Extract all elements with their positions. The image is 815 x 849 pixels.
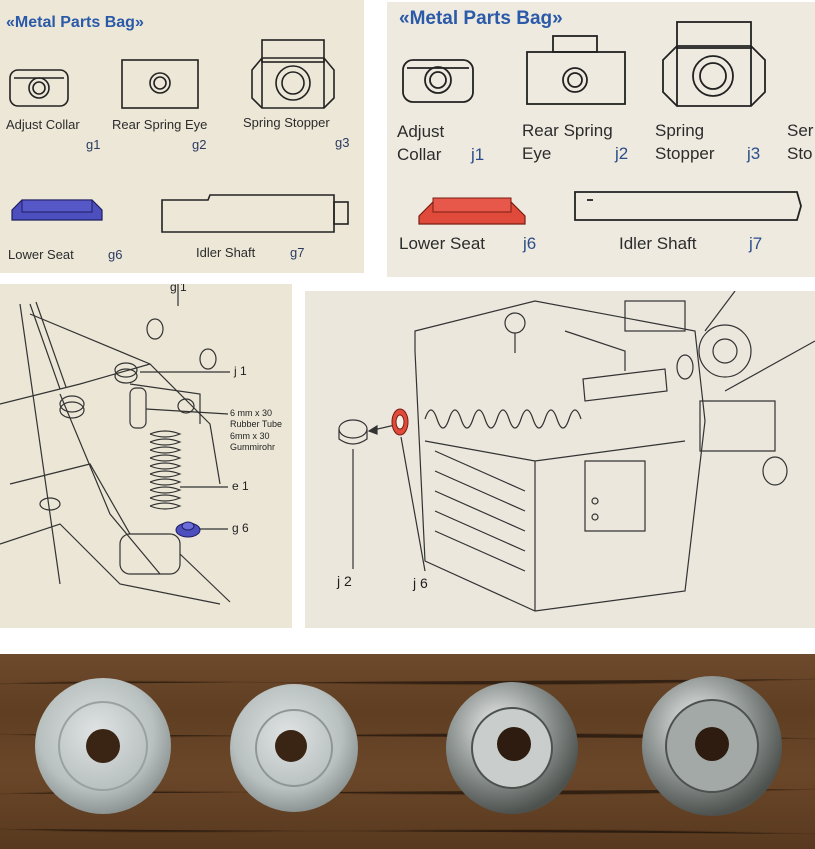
rear-spring-eye-drawing (121, 59, 199, 109)
callout-label: 6 mm x 30 (230, 408, 273, 418)
part-code: g6 (108, 247, 123, 262)
parts-drawings (402, 21, 802, 225)
photo-strip-lower-seats (0, 654, 815, 849)
part-label: Idler Shaft (196, 245, 256, 260)
spring-stopper-drawing (251, 39, 335, 109)
part-code: j3 (747, 144, 761, 163)
part-label-line1: Rear Spring (522, 121, 613, 140)
part-label: Idler Shaft (619, 234, 697, 253)
part-code: g3 (335, 135, 350, 150)
adjust-collar-drawing (9, 69, 69, 107)
part-code: j7 (749, 234, 763, 253)
highlighted-lower-seat (175, 521, 201, 538)
seat-photo-2 (230, 684, 358, 812)
part-label-line2: Eye (522, 144, 552, 163)
callout-label: g 6 (232, 521, 249, 535)
part-label: Lower Seat (8, 247, 74, 262)
panel-title: «Metal Parts Bag» (399, 8, 563, 29)
part-label: Adjust Collar (6, 117, 80, 132)
assembly-diagram-right: j 2 j 6 (305, 291, 815, 628)
part-code: j6 (523, 234, 537, 253)
highlighted-lower-seat (391, 408, 409, 436)
part-label-line1: Ser (787, 121, 814, 140)
part-label-line1: Adjust (397, 122, 445, 141)
seat-photo-1 (35, 678, 171, 814)
parts-drawings (9, 39, 349, 233)
part-label: Rear Spring Eye (112, 117, 208, 132)
callout-label: 6mm x 30 (230, 431, 270, 441)
seat-photo-drawings (0, 676, 815, 835)
callout-label: e 1 (232, 479, 249, 493)
part-label-line2: Collar (397, 145, 442, 164)
part-code: g7 (290, 245, 305, 260)
callout-label: Rubber Tube (230, 419, 283, 429)
part-label-line2: Stopper (655, 144, 715, 163)
rear-spring-eye-drawing (526, 35, 626, 105)
callout-label: j 1 (234, 364, 247, 378)
part-label: Lower Seat (399, 234, 485, 253)
part-code: j2 (615, 144, 629, 163)
part-label-line1: Spring (655, 121, 705, 140)
part-code: j1 (471, 145, 485, 164)
parts-list-panel-g: «Metal Parts Bag» Adjust C (0, 0, 364, 273)
idler-shaft-drawing (161, 194, 349, 233)
callout-label: j 2 (337, 573, 352, 589)
assembly-diagram-left: g 1 j 1 6 mm x 30 Rubber Tube 6mm x 30 G… (0, 284, 292, 628)
part-label: Spring Stopper (243, 115, 330, 130)
callout-label: j 6 (413, 575, 428, 591)
callout-label: g 1 (170, 284, 187, 294)
lower-seat-drawing (418, 197, 526, 225)
part-code: g2 (192, 137, 207, 152)
idler-shaft-drawing (574, 191, 802, 221)
parts-list-panel-j: «Metal Parts Bag» Adjust Collar j1 Rea (387, 2, 815, 277)
part-code: g1 (86, 137, 101, 152)
seat-photo-4 (642, 676, 782, 816)
assembly-drawing (338, 291, 815, 612)
lower-seat-drawing (11, 199, 103, 221)
spring-stopper-drawing (662, 21, 766, 107)
assembly-drawing (0, 284, 231, 605)
adjust-collar-drawing (402, 59, 474, 103)
part-label-line2: Sto (787, 144, 813, 163)
panel-title: «Metal Parts Bag» (6, 14, 144, 31)
callout-label: Gummirohr (230, 442, 276, 452)
seat-photo-3 (446, 682, 578, 814)
